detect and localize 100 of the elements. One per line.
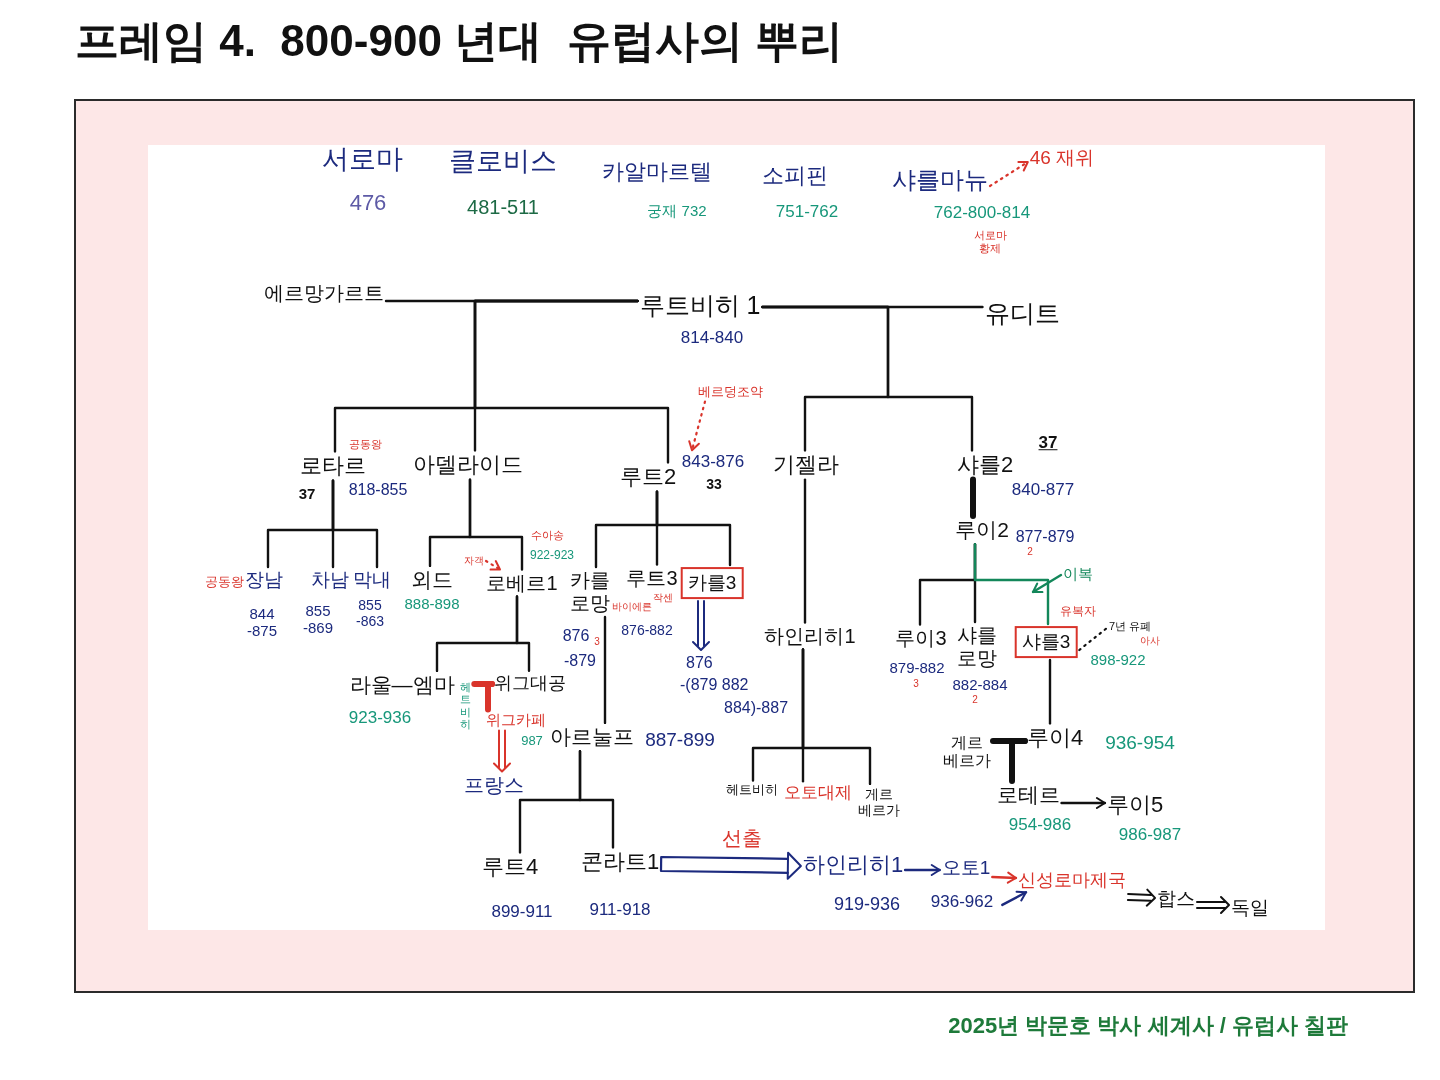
tree-line bbox=[803, 478, 807, 624]
date-label: 936-962 bbox=[930, 892, 994, 912]
date-label: 923-936 bbox=[348, 708, 412, 728]
number-label: 33 bbox=[706, 475, 722, 493]
name-label: 헤트비히 bbox=[726, 782, 778, 798]
tree-line bbox=[970, 476, 976, 519]
name-label: 하인리히1 bbox=[802, 852, 904, 878]
tree-line bbox=[468, 478, 524, 571]
date-label: -879 bbox=[564, 651, 596, 671]
date-label: 궁재 732 bbox=[647, 202, 707, 220]
name-label: 루이3 bbox=[895, 626, 947, 650]
name-label: 위그대공 bbox=[494, 672, 566, 694]
name-label: 루트3 bbox=[626, 566, 678, 590]
number-label: 37 bbox=[1038, 433, 1058, 453]
name-label: 프랑스 bbox=[464, 773, 524, 797]
date-label: 814-840 bbox=[680, 328, 744, 348]
date-label: 818-855 bbox=[348, 480, 408, 500]
tree-line bbox=[603, 615, 607, 725]
name-label: 라울—엠마 bbox=[349, 672, 455, 698]
tree-line bbox=[473, 299, 670, 464]
name-label: 장남 bbox=[245, 569, 283, 591]
date-label: 919-936 bbox=[833, 893, 901, 915]
date-label: 877-879 bbox=[1015, 527, 1075, 547]
name-label: 오토1 bbox=[941, 857, 991, 879]
hollow-arrow bbox=[659, 851, 802, 880]
name-label: 유디트 bbox=[984, 298, 1060, 328]
date-label: 762-800-814 bbox=[933, 203, 1031, 223]
date-label: 922-923 bbox=[530, 549, 574, 563]
date-label: 986-987 bbox=[1118, 825, 1182, 845]
date-label: 899-911 bbox=[491, 902, 553, 922]
date-label: 954-986 bbox=[1008, 815, 1072, 835]
name-label: 하인리히1 bbox=[764, 624, 856, 648]
name-label: 위그카페 bbox=[486, 711, 546, 729]
arrow bbox=[991, 871, 1018, 884]
note-label: 7년 유폐 bbox=[1108, 619, 1152, 633]
name-box: 카를3 bbox=[680, 567, 744, 599]
tree-line bbox=[515, 595, 531, 672]
number-label: 3 bbox=[913, 678, 919, 690]
name-label: 오토대제 bbox=[784, 783, 852, 803]
name-label: 막내 bbox=[353, 569, 391, 591]
tree-line bbox=[1048, 658, 1052, 725]
name-label: 외드 bbox=[411, 567, 453, 593]
note-label: 이복 bbox=[1063, 565, 1093, 583]
name-label: 루트2 bbox=[619, 464, 677, 490]
name-label: 루이2 bbox=[955, 517, 1009, 543]
arrow bbox=[1001, 890, 1028, 907]
arrow bbox=[1031, 573, 1063, 594]
name-label: 헤트비히 bbox=[459, 681, 473, 731]
date-label: 751-762 bbox=[775, 202, 839, 222]
name-label: 차남 bbox=[311, 569, 349, 591]
note-label: 공동왕 bbox=[204, 574, 244, 590]
name-label: 아르눌프 bbox=[550, 724, 634, 750]
date-label: 882-884 bbox=[952, 676, 1008, 694]
name-label: 로베르1 bbox=[486, 571, 558, 595]
name-label: 에르망가르트 bbox=[264, 281, 384, 305]
double-arrow bbox=[1126, 888, 1156, 907]
note-label: 아사 bbox=[1140, 635, 1160, 647]
name-label: 게르 베르가 bbox=[858, 785, 900, 819]
note-label: 서로마 황제 bbox=[973, 229, 1007, 255]
date-label: 879-882 bbox=[889, 659, 945, 677]
name-label: 합스 bbox=[1157, 888, 1195, 910]
date-label: 887-899 bbox=[645, 729, 715, 751]
name-label: 독일 bbox=[1231, 897, 1269, 919]
note-label: 베르덩조약 bbox=[697, 384, 763, 400]
date-label: 840-877 bbox=[1011, 480, 1075, 500]
name-label: 카알마르텔 bbox=[602, 159, 712, 185]
double-arrow bbox=[493, 729, 511, 773]
date-label: 876 bbox=[562, 626, 590, 646]
number-label: 2 bbox=[972, 694, 978, 706]
name-label: 샤를 로망 bbox=[957, 624, 997, 670]
date-label: 987 bbox=[521, 733, 543, 749]
tree-line bbox=[485, 681, 495, 713]
name-label: 클로비스 bbox=[449, 146, 557, 178]
name-label: 카를 로망 bbox=[570, 569, 610, 615]
tree-line bbox=[578, 749, 615, 849]
name-label: 콘라트1 bbox=[580, 849, 660, 875]
caption-text: 2025년 박문호 박사 세계사 / 유럽사 칠판 bbox=[948, 1012, 1348, 1040]
name-label: 게르 베르가 bbox=[943, 733, 991, 771]
page-title: 프레임 4. 800-900 년대 유럽사의 뿌리 bbox=[75, 15, 843, 67]
name-label: 샤를2 bbox=[956, 452, 1014, 478]
arrow bbox=[903, 864, 941, 876]
date-label: 855 -869 bbox=[303, 601, 333, 637]
number-label: 2 bbox=[1027, 546, 1033, 558]
note-label: 자객 bbox=[464, 555, 484, 567]
name-label: 로타르 bbox=[300, 453, 366, 479]
tree-line bbox=[331, 479, 379, 569]
dotted-arrow bbox=[988, 160, 1029, 188]
name-label: 샤를마뉴 bbox=[892, 166, 988, 194]
date-label: 481-511 bbox=[467, 195, 539, 219]
name-label: 신성로마제국 bbox=[1018, 869, 1126, 891]
note-label: 46 재위 bbox=[1029, 147, 1095, 169]
date-label: 476 bbox=[349, 190, 387, 216]
tree-line bbox=[761, 305, 974, 452]
name-label: 기젤라 bbox=[773, 452, 839, 478]
name-label: 루이4 bbox=[1026, 725, 1084, 751]
date-label: 876 -(879 882 884)-887 bbox=[680, 652, 789, 720]
date-label: 855 -863 bbox=[356, 596, 384, 630]
note-label: 공동왕 bbox=[348, 437, 382, 451]
double-arrow bbox=[1196, 896, 1230, 914]
note-label: 유복자 bbox=[1060, 605, 1096, 619]
